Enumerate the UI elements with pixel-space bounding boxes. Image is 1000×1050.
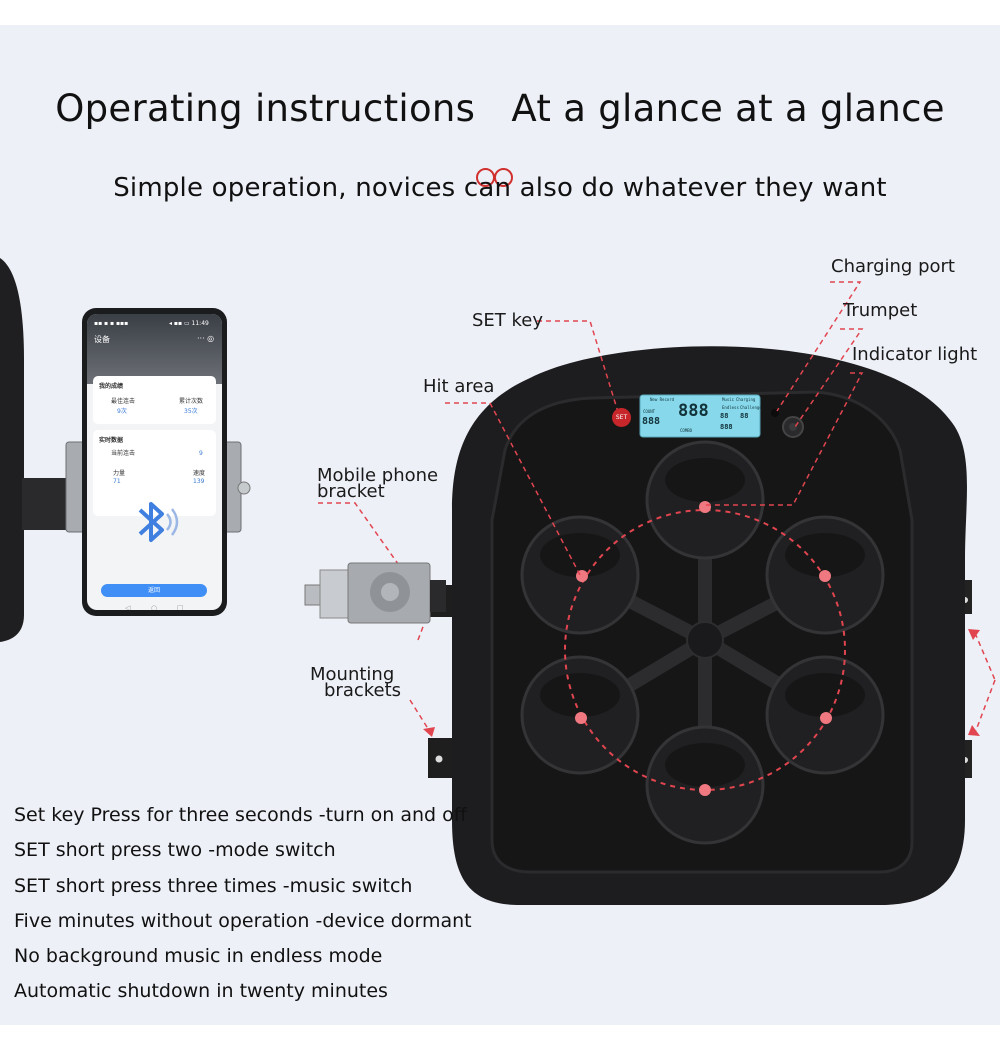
lcd-count-label: COUNT	[643, 409, 656, 414]
lcd-small-digits-2: 88	[740, 412, 749, 420]
best-combo-label: 最佳连击	[111, 398, 136, 405]
phone-screen: ▪▪ ▪ ▪ ▪▪▪ ◂ ▪▪ ▭ 11:49 设备 ··· ◎ 我的成绩 最佳…	[87, 314, 222, 610]
phone-screen-header	[87, 314, 222, 384]
side-device-silhouette	[0, 258, 24, 642]
phone-status-left: ▪▪ ▪ ▪ ▪▪▪	[94, 320, 129, 327]
phone-realtime-card: 实时数据 当前连击 9 力量 71 速度 139	[93, 430, 216, 516]
phone-score-card: 我的成绩 最佳连击 9次 累计次数 35次	[93, 376, 216, 424]
decorative-rings-icon	[476, 168, 520, 188]
phone-return-button[interactable]: 返回	[101, 584, 207, 597]
instruction-6: Automatic shutdown in twenty minutes	[14, 980, 388, 1002]
callout-charging-port: Charging port	[831, 256, 955, 277]
speed-label: 速度	[193, 470, 206, 477]
callout-indicator-light: Indicator light	[852, 344, 978, 365]
best-combo-value: 9次	[117, 408, 127, 415]
total-label: 累计次数	[179, 398, 204, 405]
lcd-new-record: New Record	[650, 397, 675, 402]
bluetooth-icon	[122, 492, 186, 554]
lcd-small-digits-3: 888	[720, 423, 733, 431]
power-label: 力量	[113, 470, 126, 477]
callout-phone-bracket-line1: Mobile phone	[317, 465, 439, 486]
lcd-music: Music	[722, 397, 735, 402]
phone-status-right: ◂ ▪▪ ▭ 11:49	[169, 320, 209, 327]
lcd-count-digits: 888	[642, 416, 661, 427]
callout-phone-bracket-line2: bracket	[317, 481, 385, 502]
total-value: 35次	[184, 408, 198, 415]
lcd-combo: COMBO	[680, 428, 693, 433]
instruction-4: Five minutes without operation -device d…	[14, 910, 472, 932]
product-infographic: Operating instructions At a glance at a …	[0, 25, 1000, 1025]
hit-area-ring	[564, 509, 846, 791]
nav-recent-icon[interactable]: □	[177, 604, 184, 610]
speed-value: 139	[193, 478, 205, 485]
instruction-5: No background music in endless mode	[14, 945, 383, 967]
lcd-display	[639, 394, 761, 438]
phone-arm	[22, 478, 70, 530]
lcd-contents: New Record Music Charging COUNT 888 888 …	[640, 395, 762, 437]
product-illustration	[0, 258, 996, 906]
phone-header-label: 设备	[94, 335, 110, 344]
set-button[interactable]: SET	[612, 408, 631, 427]
callout-hit-area: Hit area	[423, 376, 495, 397]
current-combo-label: 当前连击	[111, 450, 136, 457]
instruction-2: SET short press two -mode switch	[14, 839, 336, 861]
realtime-card-title: 实时数据	[99, 437, 124, 444]
nav-home-icon[interactable]: ○	[151, 604, 158, 610]
clamp-knob	[237, 481, 251, 495]
nav-back-icon[interactable]: ◁	[125, 604, 131, 610]
page-title: Operating instructions At a glance at a …	[55, 87, 945, 130]
callout-trumpet: Trumpet	[843, 300, 918, 321]
side-phone-bracket	[304, 562, 446, 624]
score-card-title: 我的成绩	[99, 383, 124, 390]
lcd-main-digits: 888	[678, 401, 709, 421]
lcd-small-digits-1: 88	[720, 412, 729, 420]
lcd-endless: Endless	[722, 405, 739, 410]
indicator-light	[789, 423, 797, 431]
center-hub	[686, 621, 724, 659]
power-value: 71	[113, 478, 121, 485]
callout-mounting-line2: brackets	[324, 680, 402, 701]
instruction-1: Set key Press for three seconds -turn on…	[14, 804, 467, 826]
callout-mounting-line1: Mounting	[310, 664, 395, 685]
smartphone: ▪▪ ▪ ▪ ▪▪▪ ◂ ▪▪ ▭ 11:49 设备 ··· ◎ 我的成绩 最佳…	[82, 308, 227, 616]
phone-more-icon[interactable]: ··· ◎	[197, 334, 215, 343]
page-subtitle: Simple operation, novices can also do wh…	[113, 173, 887, 203]
current-combo-value: 9	[199, 450, 203, 457]
callout-set-key: SET key	[472, 310, 544, 331]
lcd-challenge: Challenge	[740, 405, 762, 410]
lcd-charging: Charging	[736, 397, 756, 402]
instruction-3: SET short press three times -music switc…	[14, 875, 413, 897]
